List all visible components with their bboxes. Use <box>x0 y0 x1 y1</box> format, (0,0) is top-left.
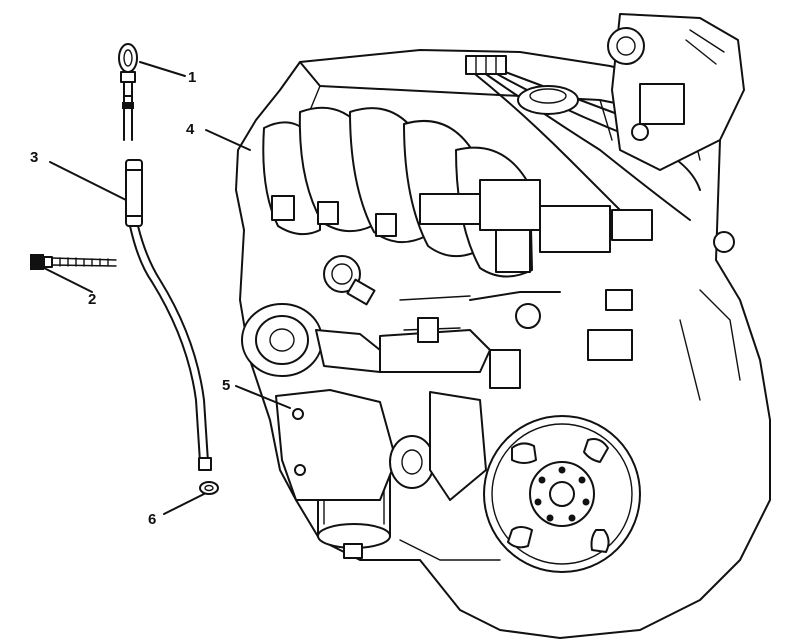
leader-line-5 <box>235 385 291 409</box>
dipstick-assembly <box>118 43 212 471</box>
callout-1: 1 <box>188 69 196 86</box>
callout-2: 2 <box>88 291 96 308</box>
o-ring <box>199 481 219 495</box>
callout-labels: 1 2 3 4 5 6 <box>30 69 230 528</box>
callout-5: 5 <box>222 377 230 394</box>
dipstick-handle-ring <box>118 43 138 73</box>
callout-4: 4 <box>186 121 195 138</box>
callout-6: 6 <box>148 511 156 528</box>
front-cover <box>275 389 487 501</box>
dipstick-tube-grommet <box>125 159 143 227</box>
leader-lines <box>43 61 291 515</box>
thermostat-housing <box>323 255 361 293</box>
intake-manifold <box>262 106 533 278</box>
dipstick-tube <box>129 225 201 463</box>
ignition-coil <box>495 205 735 273</box>
leader-line-1 <box>139 61 186 77</box>
flywheel <box>483 415 641 573</box>
leader-line-2 <box>43 267 93 293</box>
throttle-body <box>419 179 561 329</box>
distributor <box>607 13 745 171</box>
callout-3: 3 <box>30 149 38 166</box>
leader-line-6 <box>163 493 205 515</box>
bolt <box>30 254 117 270</box>
engine <box>235 13 771 639</box>
dipstick-cap <box>120 71 136 83</box>
leader-line-3 <box>49 161 127 201</box>
leader-line-4 <box>205 129 251 151</box>
water-pump <box>241 303 521 389</box>
